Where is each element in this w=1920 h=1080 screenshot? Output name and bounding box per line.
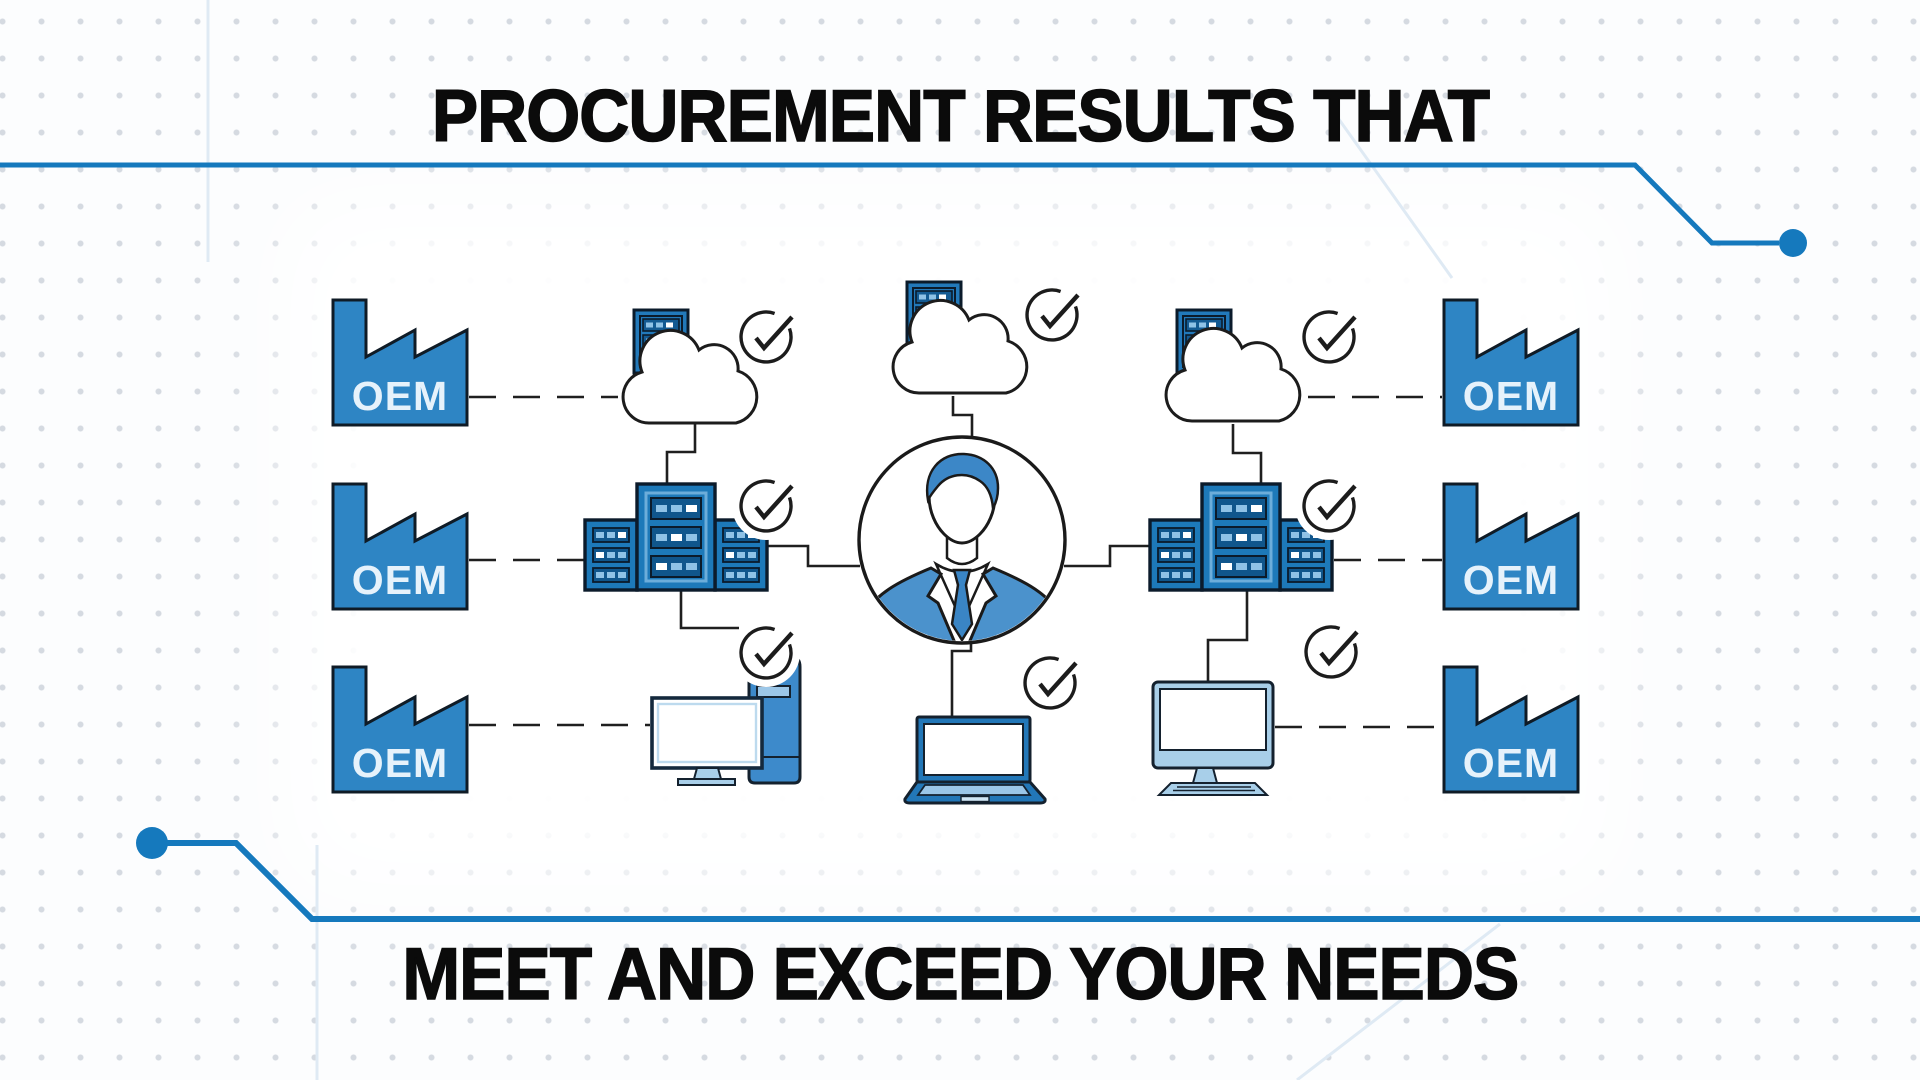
page-title-top-text: PROCUREMENT RESULTS THAT bbox=[431, 76, 1491, 157]
checkmark-circle-icon bbox=[1025, 658, 1076, 708]
checkmark-circle-icon bbox=[1304, 312, 1355, 362]
oem-label: OEM bbox=[1463, 740, 1559, 786]
oem-label: OEM bbox=[352, 373, 448, 419]
circuit-node-dot bbox=[1779, 229, 1807, 257]
oem-label: OEM bbox=[1463, 373, 1559, 419]
oem-label: OEM bbox=[352, 557, 448, 603]
oem-label: OEM bbox=[1463, 557, 1559, 603]
circuit-node-dot bbox=[136, 827, 168, 859]
faint-circuit-traces bbox=[206, 0, 1501, 1080]
cloud-icon bbox=[891, 298, 1029, 395]
cloud-icon bbox=[1164, 326, 1302, 423]
cloud-server-node bbox=[621, 308, 759, 425]
page-title-bottom: MEET AND EXCEED YOUR NEEDS bbox=[0, 934, 1920, 1015]
all-in-one-computer-icon bbox=[1151, 680, 1275, 796]
top-circuit-line bbox=[0, 162, 1807, 257]
desktop-computer-icon bbox=[650, 655, 802, 786]
oem-label: OEM bbox=[352, 740, 448, 786]
checkmark-circle-icon bbox=[1027, 290, 1078, 340]
cloud-icon bbox=[621, 328, 759, 425]
checkmark-circle-icon bbox=[741, 312, 792, 362]
factory-labels: OEM OEM OEM OEM OEM OEM bbox=[352, 373, 1559, 786]
solid-connectors bbox=[665, 396, 1263, 716]
checkmark-circle-icon bbox=[1306, 627, 1357, 677]
businessman-avatar-icon bbox=[857, 435, 1067, 645]
page-title-bottom-text: MEET AND EXCEED YOUR NEEDS bbox=[401, 934, 1519, 1015]
dashed-connectors bbox=[469, 395, 1442, 729]
cloud-server-node bbox=[891, 280, 1029, 395]
laptop-icon bbox=[903, 715, 1047, 805]
page-title-top: PROCUREMENT RESULTS THAT bbox=[0, 76, 1920, 157]
bottom-circuit-line bbox=[136, 827, 1920, 922]
cloud-server-node bbox=[1164, 308, 1302, 423]
